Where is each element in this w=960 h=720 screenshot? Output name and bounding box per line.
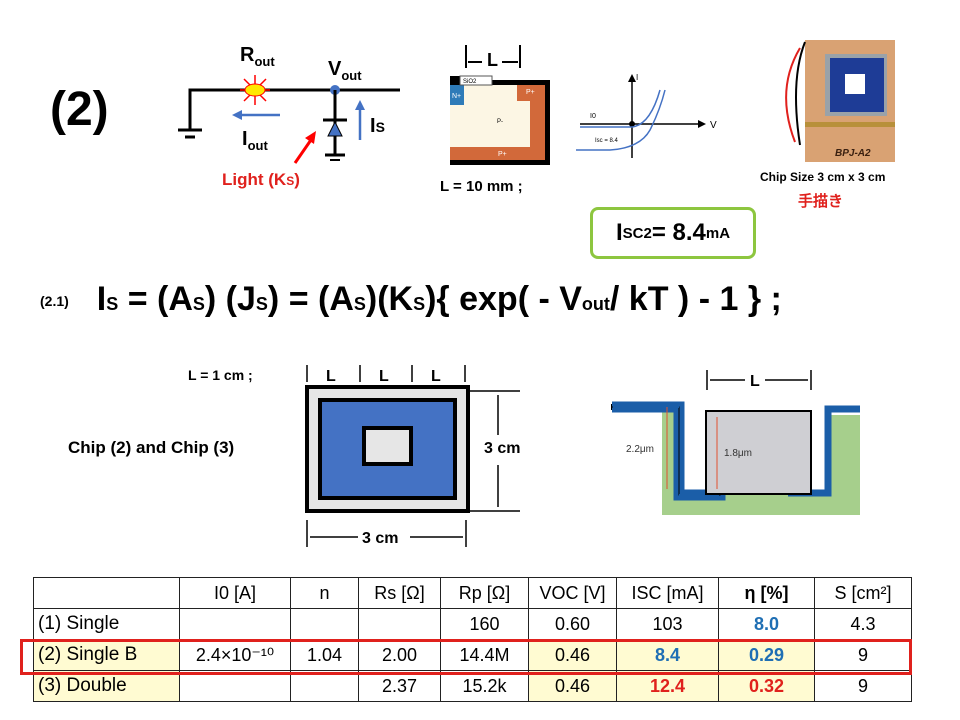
svg-text:3 cm: 3 cm [362, 530, 398, 547]
device-caption: L = 10 mm ; [440, 178, 523, 195]
svg-text:2.2μm: 2.2μm [626, 444, 654, 455]
svg-text:V: V [710, 120, 717, 131]
svg-text:L: L [326, 368, 336, 385]
rout-sub: out [254, 54, 275, 69]
chip-top-view: L L L 3 cm 3 cm [305, 365, 520, 547]
svg-text:L: L [431, 368, 441, 385]
table-header-row: I0 [A] n Rs [Ω] Rp [Ω] VOC [V] ISC [mA] … [33, 577, 912, 609]
circuit-diagram [178, 75, 400, 164]
svg-text:P+: P+ [526, 89, 535, 96]
iv-plot: V I I0 Isc = 8.4 [576, 73, 717, 158]
light-label: Light (KS) [222, 170, 300, 189]
svg-text:I: I [636, 73, 638, 82]
rout-label: R [240, 44, 255, 66]
highlight-box [20, 639, 912, 675]
svg-text:N+: N+ [452, 93, 461, 100]
equation: (2.1)IS = (AS) (JS) = (AS)(KS){ exp( - V… [40, 280, 782, 318]
svg-text:SiO2: SiO2 [463, 79, 477, 85]
svg-text:1.8μm: 1.8μm [724, 448, 752, 459]
l-definition: L = 1 cm ; [188, 367, 253, 383]
photo-caption: Chip Size 3 cm x 3 cm [760, 170, 886, 184]
svg-text:L: L [379, 368, 389, 385]
chip-photo: BPJ-A2 [785, 40, 895, 162]
svg-text:L: L [750, 373, 760, 390]
is-sub: S [375, 119, 385, 135]
svg-text:Isc = 8.4: Isc = 8.4 [595, 138, 619, 144]
svg-text:3 cm: 3 cm [484, 440, 520, 457]
iout-sub: out [247, 138, 268, 153]
trench-cross-section: L 2.2μm 1.8μm [611, 370, 860, 515]
device-cross-section: SiO2 N+ P+ P- P+ [450, 45, 550, 165]
is-label: I [370, 115, 376, 137]
device-dim-label: L [487, 50, 498, 70]
svg-text:P+: P+ [498, 151, 507, 158]
svg-text:P-: P- [497, 119, 503, 125]
chip-diagram-title: Chip (2) and Chip (3) [68, 438, 235, 457]
vout-label: V [328, 58, 342, 80]
svg-text:BPJ-A2: BPJ-A2 [835, 148, 871, 159]
results-table: I0 [A] n Rs [Ω] Rp [Ω] VOC [V] ISC [mA] … [33, 577, 912, 702]
diode-icon [327, 120, 343, 137]
vout-sub: out [341, 68, 362, 83]
svg-text:I0: I0 [590, 113, 596, 120]
iout-label: I [242, 128, 248, 150]
slide-number: (2) [50, 83, 109, 136]
light-arrow-icon [293, 136, 315, 164]
handwritten-note: 手描き [798, 193, 844, 210]
